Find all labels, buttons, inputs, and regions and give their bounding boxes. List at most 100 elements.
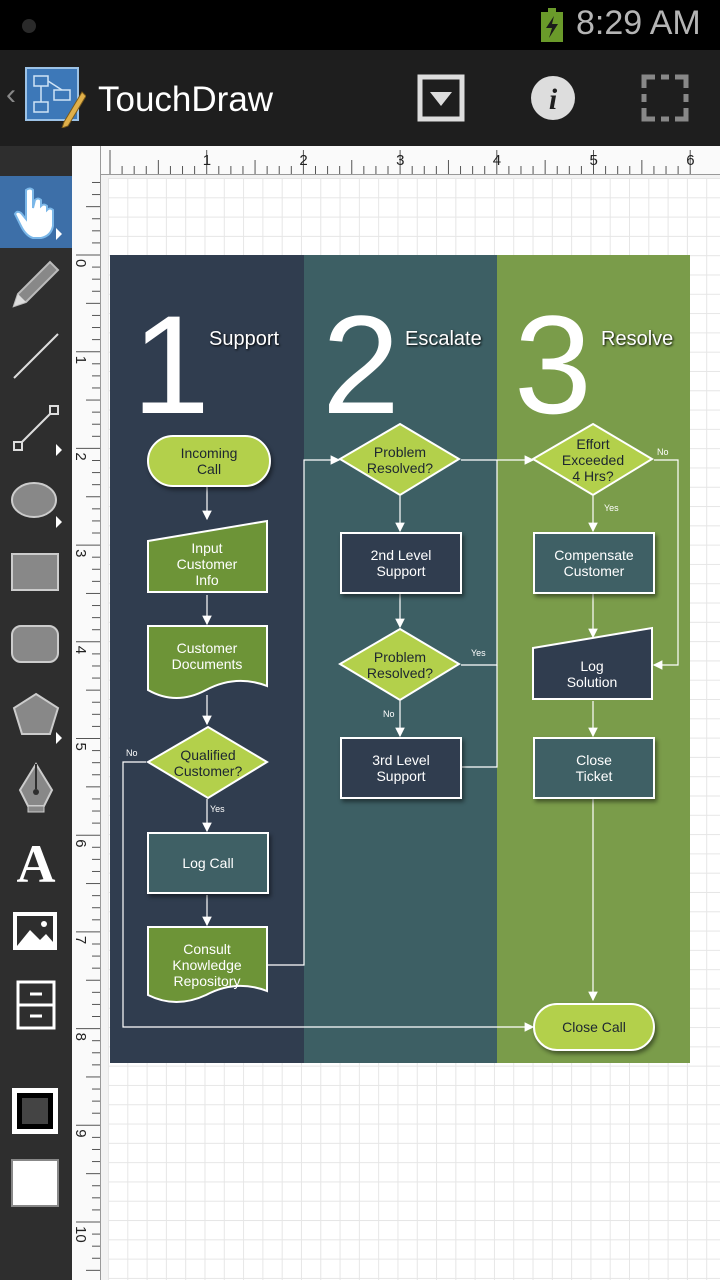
node-customer-documents-shape[interactable] — [146, 624, 270, 704]
node-label: Customer — [176, 556, 238, 572]
node-label: 3rd Level — [372, 752, 430, 768]
label-yes-qualified: Yes — [210, 804, 225, 814]
ruler-label: 5 — [72, 743, 89, 751]
pen-nib-icon — [18, 762, 54, 813]
ruler-label: 0 — [72, 259, 89, 267]
info-icon[interactable]: i — [529, 74, 577, 122]
lane-number-3: 3 — [514, 286, 592, 443]
back-chevron-icon[interactable]: ‹ — [6, 78, 16, 111]
ruler-label: 7 — [72, 936, 89, 944]
node-label: Close Call — [562, 1019, 626, 1035]
node-input-customer-info-shape[interactable] — [146, 519, 270, 595]
node-qualified-customer-shape[interactable] — [146, 725, 270, 801]
lane-number-2: 2 — [322, 286, 400, 443]
node-label: Customer — [563, 563, 625, 579]
node-label: Problem — [373, 649, 427, 665]
rectangle-tool[interactable] — [0, 536, 72, 608]
node-label: Customer? — [173, 763, 243, 779]
ruler-label: 2 — [299, 152, 307, 169]
node-label: Customer — [176, 640, 238, 656]
ruler-label: 5 — [590, 152, 598, 169]
node-close-call[interactable]: Close Call — [533, 1003, 655, 1051]
connector-tool[interactable] — [0, 392, 72, 464]
lane-title-resolve: Resolve — [601, 328, 674, 350]
line-tool[interactable] — [0, 320, 72, 392]
node-label: Problem — [373, 444, 427, 460]
ruler-label: 8 — [72, 1033, 89, 1041]
lane-number-1: 1 — [132, 286, 210, 443]
select-tool[interactable] — [0, 176, 72, 248]
tool-palette: A — [0, 146, 72, 1280]
node-label: Support — [376, 768, 426, 784]
layers-tool[interactable] — [0, 968, 72, 1040]
polygon-tool[interactable] — [0, 680, 72, 752]
connector-icon — [13, 405, 62, 456]
svg-text:i: i — [549, 83, 558, 116]
rectangle-icon — [11, 553, 59, 591]
ruler-label: 4 — [72, 646, 89, 654]
dropdown-menu-icon[interactable] — [417, 74, 465, 122]
node-label: Info — [195, 572, 219, 588]
pencil-tool[interactable] — [0, 248, 72, 320]
hand-pointer-icon — [13, 187, 62, 240]
text-tool[interactable]: A — [0, 824, 72, 896]
clock: 8:29 AM — [576, 4, 701, 42]
ruler-label: 10 — [72, 1226, 89, 1243]
stroke-color-tool[interactable] — [0, 1072, 72, 1144]
node-label: Documents — [171, 656, 243, 672]
rounded-rectangle-tool[interactable] — [0, 608, 72, 680]
ruler-label: 6 — [686, 152, 694, 169]
node-label: Repository — [173, 973, 241, 989]
text-icon: A — [17, 834, 56, 888]
image-tool[interactable] — [0, 896, 72, 968]
node-label: Call — [196, 461, 222, 477]
horizontal-ruler: 1 2 3 4 5 6 — [72, 146, 720, 175]
node-label: Ticket — [575, 768, 613, 784]
image-icon — [13, 912, 57, 950]
camera-dot — [22, 19, 36, 33]
node-problem-resolved-2-shape[interactable] — [338, 627, 462, 703]
connector-lines — [122, 455, 679, 1032]
ruler-label: 4 — [493, 152, 501, 169]
label-yes-resolved-2: Yes — [471, 648, 486, 658]
fill-color-tool[interactable] — [0, 1144, 72, 1216]
ellipse-tool[interactable] — [0, 464, 72, 536]
fullscreen-icon[interactable] — [641, 74, 689, 122]
node-label: Log — [580, 658, 604, 674]
svg-text:A: A — [17, 834, 56, 888]
node-label: 4 Hrs? — [572, 468, 614, 484]
app-logo-icon[interactable] — [24, 66, 86, 128]
rounded-rectangle-icon — [11, 625, 59, 663]
ellipse-icon — [11, 482, 62, 528]
node-label: Consult — [183, 941, 231, 957]
flowchart-diagram[interactable]: 1 Support 2 Escalate 3 Resolve — [110, 255, 690, 1063]
status-bar: 8:29 AM — [0, 0, 720, 50]
ruler-label: 2 — [72, 452, 89, 460]
layers-icon — [16, 980, 56, 1030]
node-log-call[interactable]: Log Call — [147, 832, 269, 894]
node-problem-resolved-1-shape[interactable] — [338, 422, 462, 498]
action-bar: ‹ TouchDraw i — [0, 50, 720, 146]
node-consult-knowledge-shape[interactable] — [146, 925, 270, 1005]
node-effort-exceeded-shape[interactable] — [531, 422, 655, 498]
pen-tool[interactable] — [0, 752, 72, 824]
node-label: Knowledge — [172, 957, 242, 973]
lane-title-escalate: Escalate — [405, 328, 482, 350]
ruler-label: 3 — [396, 152, 404, 169]
ruler-label: 1 — [203, 152, 211, 169]
battery-charging-icon — [541, 8, 563, 42]
node-log-solution-shape[interactable] — [531, 626, 655, 702]
node-label: Incoming — [180, 445, 238, 461]
stroke-color-icon — [12, 1088, 58, 1134]
